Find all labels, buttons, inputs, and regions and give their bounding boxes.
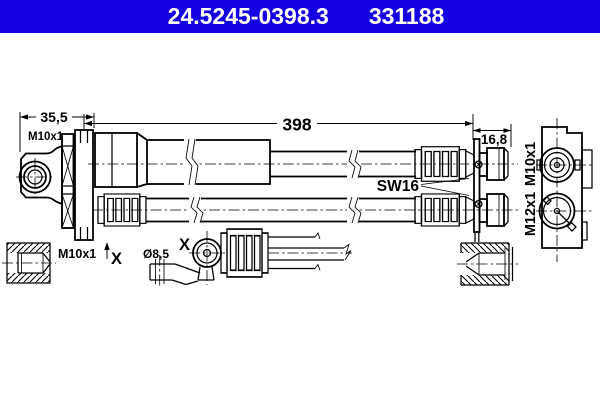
thread-label-lower-outlet: M12x1 bbox=[523, 192, 539, 236]
view-x-detail bbox=[189, 228, 352, 285]
upper-port-circle bbox=[536, 147, 581, 183]
thread-label-socket: M10x1 bbox=[58, 247, 96, 261]
upper-hose bbox=[94, 132, 416, 188]
dimension-35-5: 35,5 M10x1 bbox=[19, 109, 95, 152]
view-direction-arrow-icon bbox=[104, 242, 110, 259]
pipe-break-icon bbox=[347, 149, 362, 179]
catalog-number: 331188 bbox=[368, 3, 445, 29]
banjo-fitting bbox=[16, 144, 63, 206]
broken-end-icon bbox=[314, 232, 321, 240]
broken-end-icon bbox=[343, 243, 352, 261]
dim-398-label: 398 bbox=[282, 115, 311, 135]
bleeder-screw-icon bbox=[566, 221, 577, 232]
sw16-callout: SW16 bbox=[377, 178, 470, 196]
protective-sleeve bbox=[146, 139, 271, 185]
bleeder-screw-icon bbox=[542, 196, 552, 206]
socket-detail-left bbox=[2, 242, 56, 284]
header-bar: 24.5245-0398.3 331188 bbox=[0, 0, 600, 33]
upper-outlet-fitting bbox=[478, 147, 509, 181]
right-bracket-plate bbox=[465, 138, 483, 242]
crimp-collar-icon bbox=[220, 228, 269, 278]
thread-label-banjo: M10x1 bbox=[28, 131, 64, 143]
dimension-398: 398 bbox=[83, 114, 474, 140]
diameter-label: Ø8,5 bbox=[143, 247, 169, 261]
bracket-hole-detail: Ø8,5 bbox=[143, 247, 201, 287]
end-view bbox=[536, 118, 594, 262]
broken-end-icon bbox=[314, 263, 321, 271]
dimension-16-8: 16,8 bbox=[473, 124, 512, 147]
pipe-break-icon bbox=[184, 138, 199, 186]
lower-port-circle bbox=[538, 192, 577, 232]
view-x-marker-2: X bbox=[179, 236, 190, 254]
pipe-break-icon bbox=[189, 196, 204, 224]
sw16-label: SW16 bbox=[377, 178, 420, 195]
outlet-thread-labels: M10x1 M12x1 bbox=[523, 142, 539, 236]
banjo-eye-icon bbox=[16, 158, 54, 196]
dim-16-8-label: 16,8 bbox=[481, 132, 508, 147]
view-x-marker-1: X bbox=[111, 250, 122, 268]
crimp-x-band bbox=[61, 145, 75, 229]
pipe-break-icon bbox=[347, 196, 362, 224]
dim-35-5-label: 35,5 bbox=[40, 109, 67, 125]
part-number: 24.5245-0398.3 bbox=[167, 3, 329, 29]
thread-label-upper-outlet: M10x1 bbox=[523, 142, 539, 186]
centerlines bbox=[88, 163, 518, 211]
eyelet-icon bbox=[189, 231, 225, 285]
mounting-bracket-plates bbox=[61, 129, 94, 241]
socket-detail-right bbox=[457, 242, 518, 286]
lower-outlet-fitting bbox=[478, 193, 509, 227]
